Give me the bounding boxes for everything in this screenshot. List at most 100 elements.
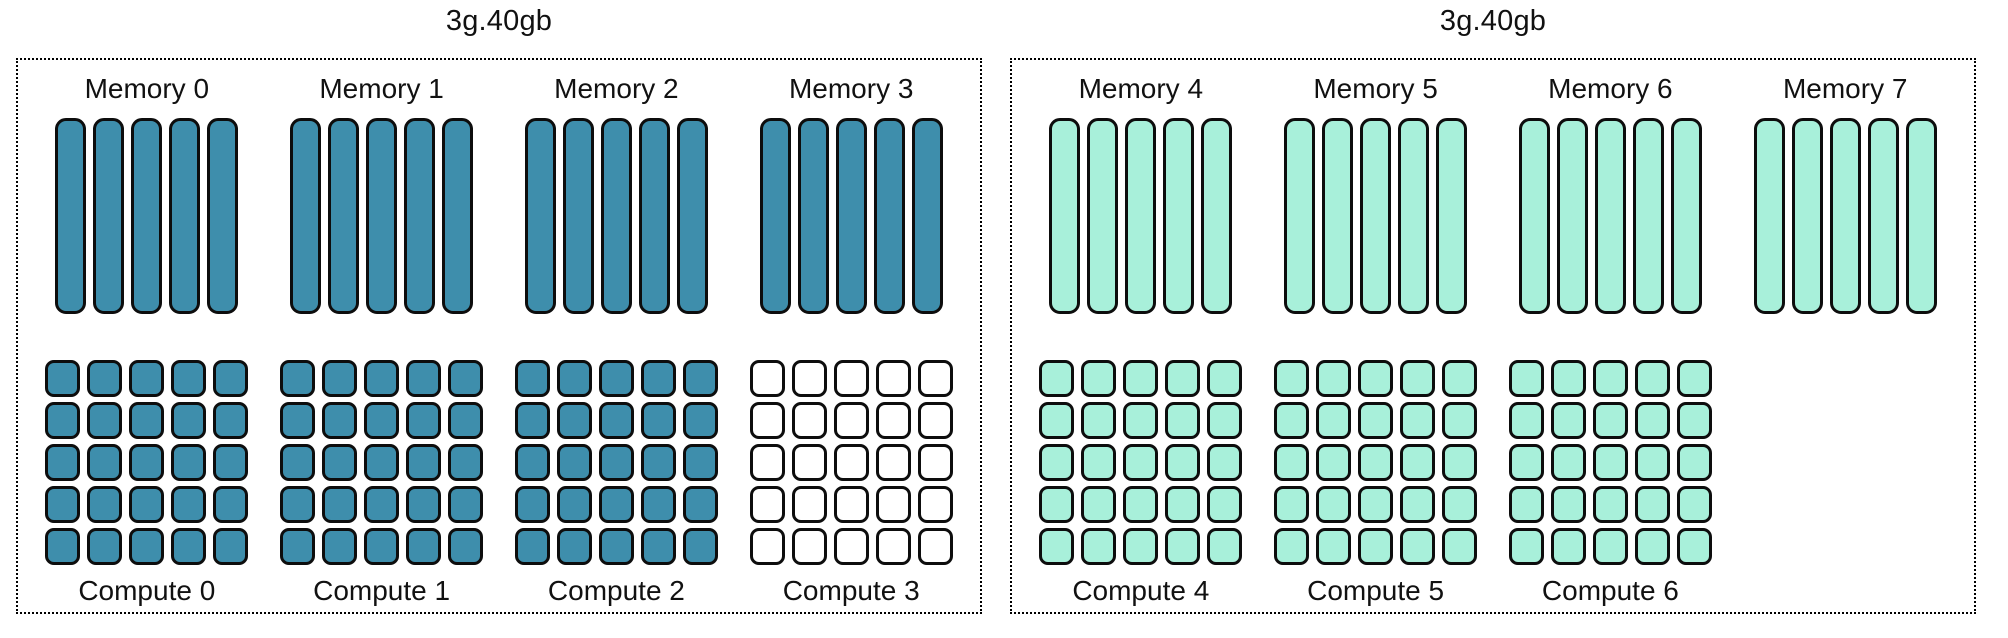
memory-bar <box>797 118 829 314</box>
compute-cell <box>598 360 634 397</box>
memory-label: Memory 3 <box>788 73 914 104</box>
compute-cell <box>448 528 484 565</box>
memory-bar <box>290 118 322 314</box>
memory-bar <box>1753 118 1785 314</box>
compute-cell <box>1039 360 1075 397</box>
compute-cell <box>640 486 676 523</box>
compute-cell <box>1634 444 1670 481</box>
compute-grid <box>514 360 718 565</box>
compute-cell <box>171 360 207 397</box>
compute-cell <box>1207 486 1243 523</box>
compute-cell <box>1508 444 1544 481</box>
compute-cell <box>129 402 165 439</box>
memory-bar <box>1905 118 1937 314</box>
memory-bar <box>55 118 87 314</box>
compute-cell <box>448 360 484 397</box>
compute-cell <box>1358 402 1394 439</box>
compute-cell <box>87 528 123 565</box>
compute-cell <box>1316 528 1352 565</box>
memory-bar <box>328 118 360 314</box>
compute-cell <box>213 402 249 439</box>
compute-cell <box>406 360 442 397</box>
compute-cell <box>129 528 165 565</box>
compute-cell <box>364 486 400 523</box>
compute-cell <box>682 528 718 565</box>
compute-cell <box>1274 402 1310 439</box>
memory-bar <box>1594 118 1626 314</box>
memory-label: Memory 0 <box>84 73 210 104</box>
compute-cell <box>1400 486 1436 523</box>
compute-cell <box>556 528 592 565</box>
compute-cell <box>1274 360 1310 397</box>
compute-cell <box>1592 360 1628 397</box>
compute-grid <box>1274 360 1478 565</box>
compute-cell <box>129 486 165 523</box>
compute-cell <box>280 486 316 523</box>
memory-bar <box>1867 118 1899 314</box>
compute-cell <box>1165 486 1201 523</box>
compute-cell <box>280 402 316 439</box>
compute-cell <box>598 486 634 523</box>
compute-cell <box>749 486 785 523</box>
instance-title: 3g.40gb <box>1439 5 1547 37</box>
compute-cell <box>1123 360 1159 397</box>
compute-cell <box>598 444 634 481</box>
compute-cell <box>1316 486 1352 523</box>
compute-cell <box>322 528 358 565</box>
compute-cell <box>280 528 316 565</box>
memory-bar <box>600 118 632 314</box>
memory-bars <box>290 118 474 314</box>
compute-label: Compute 0 <box>78 575 216 606</box>
compute-cell <box>682 360 718 397</box>
compute-cell <box>791 486 827 523</box>
compute-cell <box>171 444 207 481</box>
compute-cell <box>514 486 550 523</box>
compute-cell <box>1358 444 1394 481</box>
compute-cell <box>682 486 718 523</box>
compute-cell <box>640 402 676 439</box>
memory-bars <box>1049 118 1233 314</box>
compute-cell <box>1508 486 1544 523</box>
memory-bar <box>169 118 201 314</box>
memory-bar <box>759 118 791 314</box>
compute-cell <box>45 528 81 565</box>
compute-cell <box>1442 360 1478 397</box>
memory-bar <box>207 118 239 314</box>
compute-label: Compute 3 <box>782 575 920 606</box>
compute-cell <box>1123 486 1159 523</box>
compute-cell <box>833 528 869 565</box>
compute-grid <box>1508 360 1712 565</box>
compute-cell <box>917 528 953 565</box>
compute-cell <box>1081 402 1117 439</box>
compute-cell <box>1676 360 1712 397</box>
memory-bar <box>1049 118 1081 314</box>
compute-cell <box>749 402 785 439</box>
compute-cell <box>87 402 123 439</box>
compute-cell <box>1274 528 1310 565</box>
compute-cell <box>1592 402 1628 439</box>
compute-grid <box>280 360 484 565</box>
compute-cell <box>640 444 676 481</box>
compute-cell <box>1039 528 1075 565</box>
compute-cell <box>1400 360 1436 397</box>
compute-cell <box>213 486 249 523</box>
memory-bars <box>759 118 943 314</box>
compute-cell <box>1039 486 1075 523</box>
memory-bar <box>1398 118 1430 314</box>
compute-label: Compute 2 <box>547 575 685 606</box>
memory-bar <box>1322 118 1354 314</box>
compute-grid <box>45 360 249 565</box>
compute-cell <box>1550 360 1586 397</box>
compute-cell <box>875 360 911 397</box>
memory-bar <box>911 118 943 314</box>
compute-cell <box>556 402 592 439</box>
compute-cell <box>682 444 718 481</box>
memory-bar <box>873 118 905 314</box>
compute-cell <box>749 444 785 481</box>
compute-cell <box>45 486 81 523</box>
compute-cell <box>1400 444 1436 481</box>
compute-cell <box>640 360 676 397</box>
